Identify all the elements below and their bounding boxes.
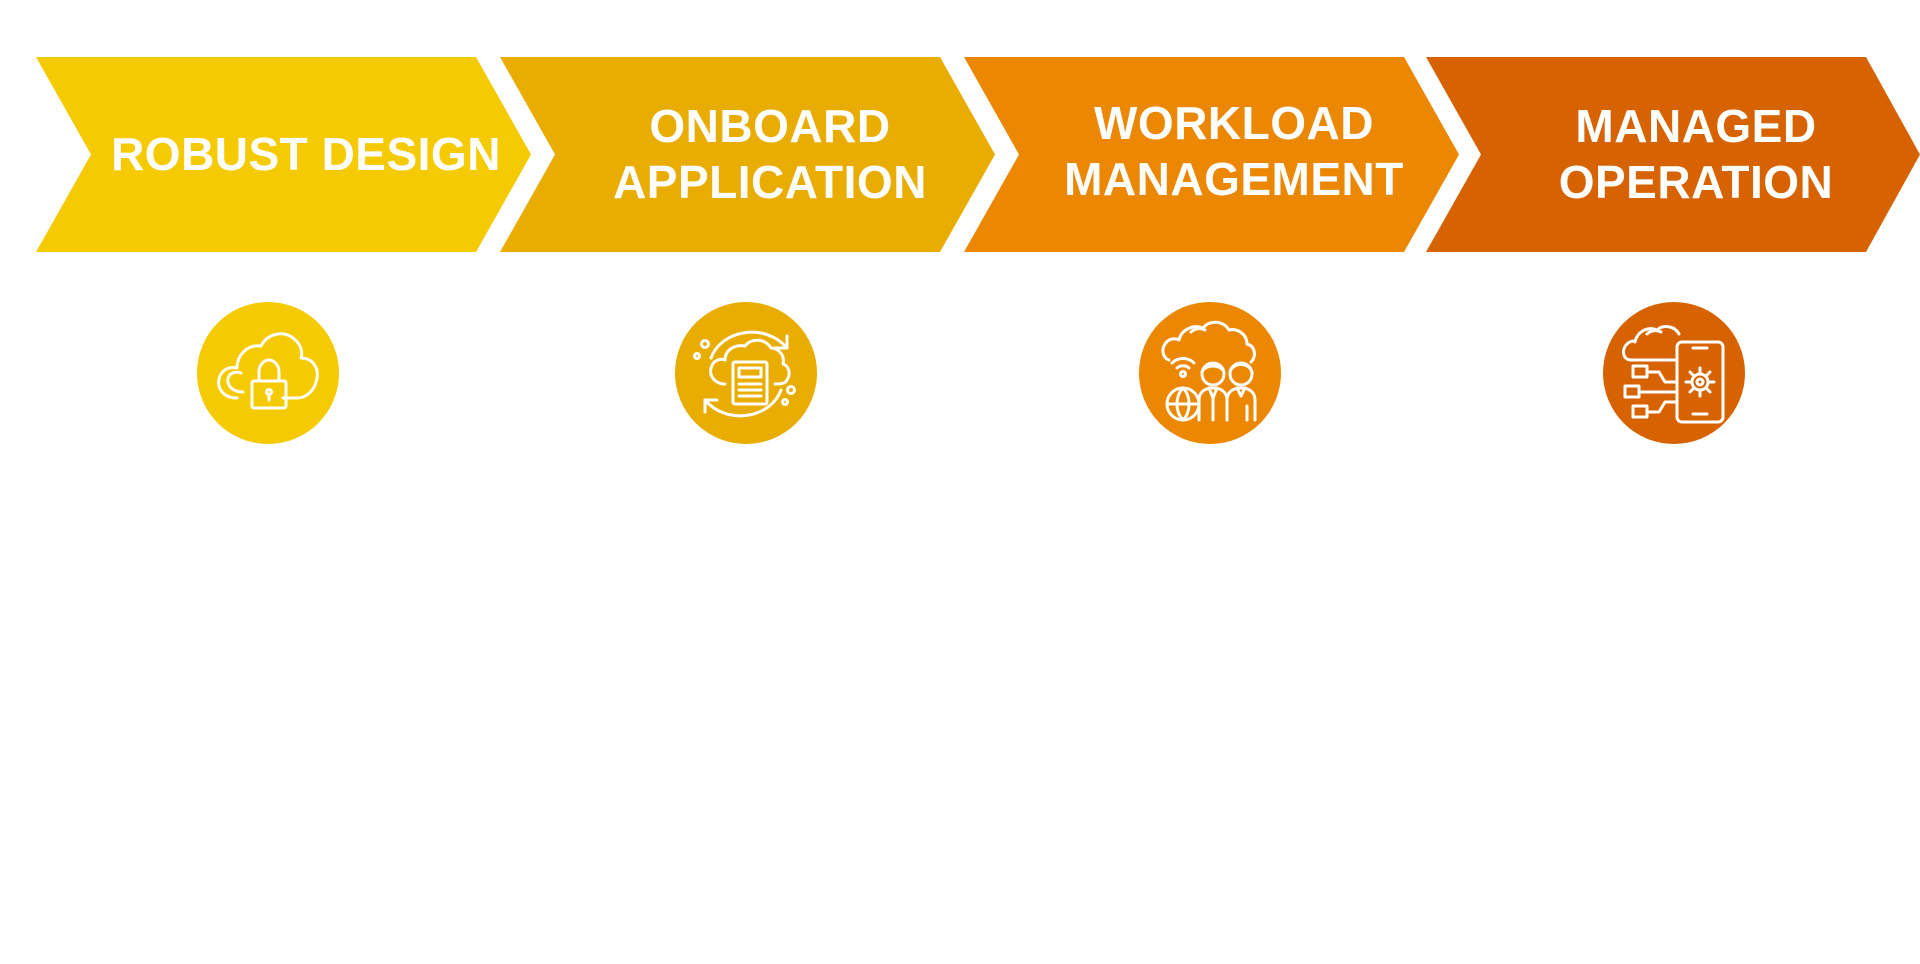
cloud-mobile-gear-icon	[1603, 302, 1745, 444]
step-robust-design: ROBUST DESIGN	[36, 57, 576, 252]
step-label: MANAGED OPERATION	[1481, 57, 1911, 252]
step-label: ROBUST DESIGN	[91, 57, 521, 252]
cloud-padlock-icon	[197, 302, 339, 444]
step-label-line: OPERATION	[1558, 155, 1834, 208]
cloud-document-sync-icon	[675, 302, 817, 444]
chevron-shape	[1426, 57, 1920, 252]
chevron-shape	[36, 57, 531, 252]
step-managed-operation: MANAGED OPERATION	[1426, 57, 1920, 252]
step-label-line: APPLICATION	[613, 155, 927, 208]
step-label-line: WORKLOAD	[1094, 97, 1374, 150]
step-label-line: ONBOARD	[649, 100, 891, 153]
cloud-team-network-icon	[1139, 302, 1281, 444]
step-label-line: MANAGED	[1575, 100, 1817, 153]
chevron-shape	[500, 57, 995, 252]
step-onboard-application: ONBOARD APPLICATION	[500, 57, 1040, 252]
step-label-line: MANAGEMENT	[1064, 152, 1404, 205]
step-workload-management: WORKLOAD MANAGEMENT	[964, 57, 1504, 252]
step-label-line: ROBUST DESIGN	[111, 127, 501, 180]
chevron-shape	[964, 57, 1459, 252]
step-label: ONBOARD APPLICATION	[555, 57, 985, 252]
step-label: WORKLOAD MANAGEMENT	[1019, 54, 1449, 249]
